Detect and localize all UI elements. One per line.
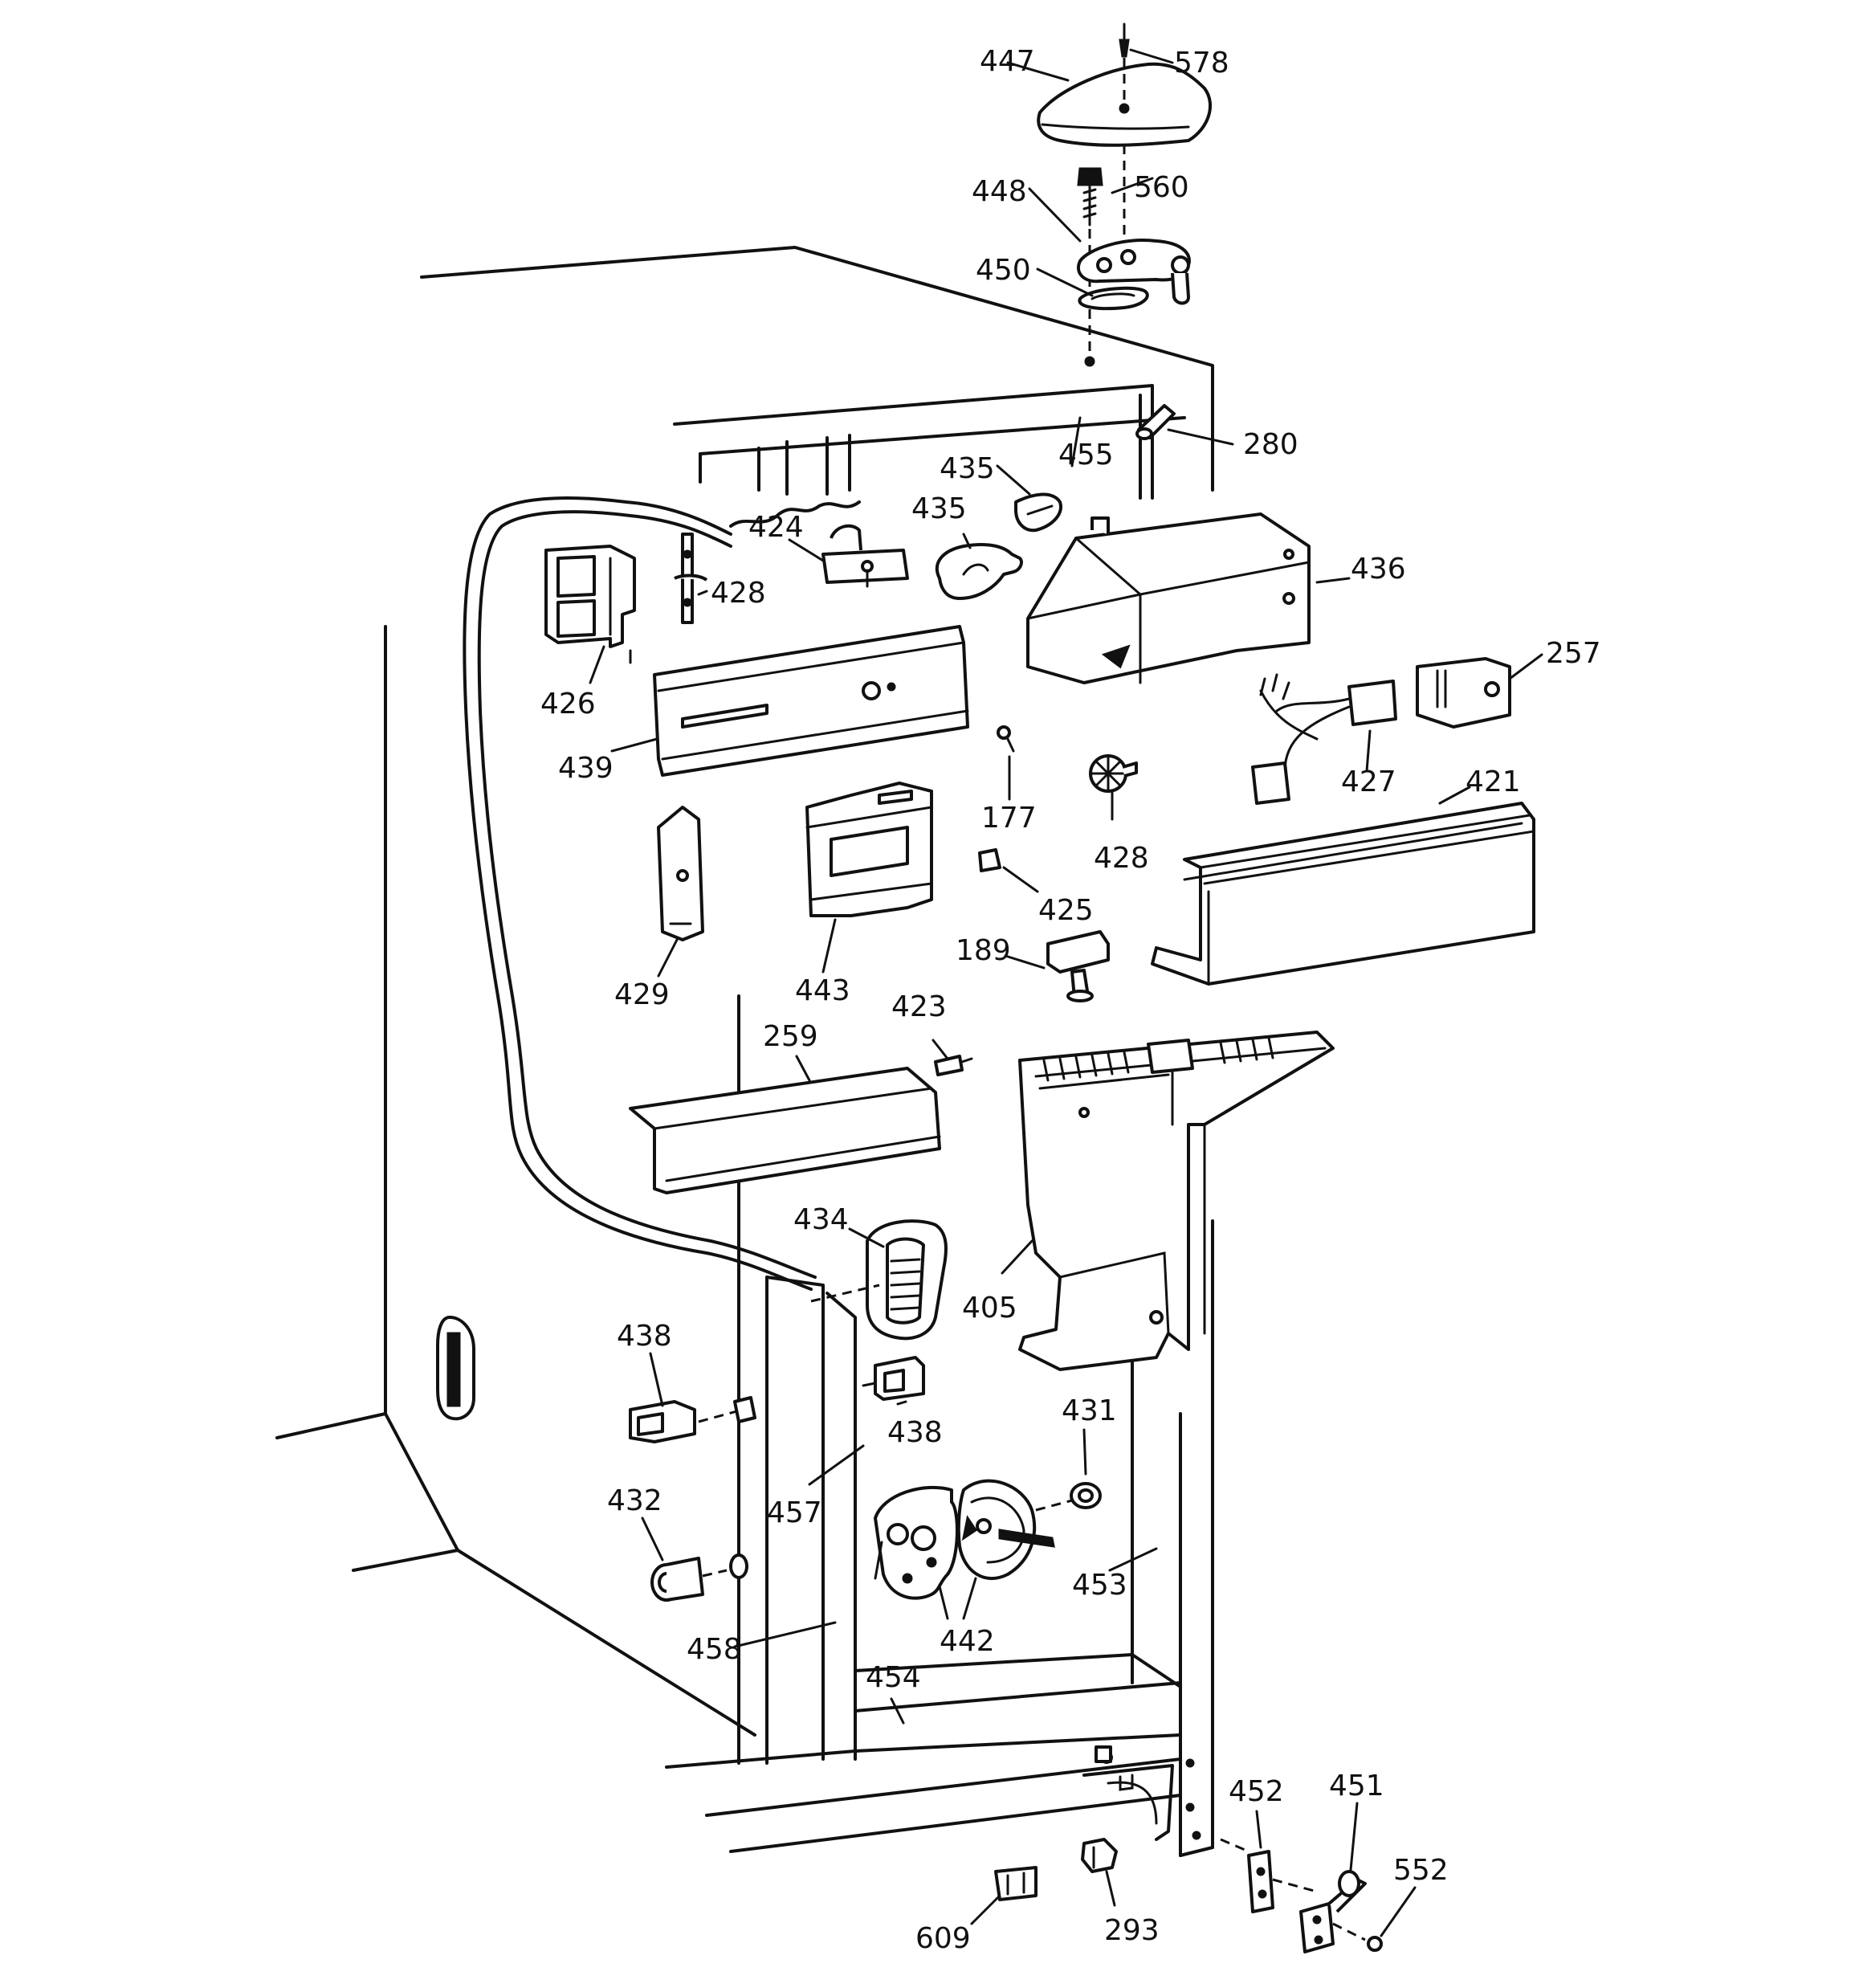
part-450-shape	[1078, 286, 1149, 311]
part-424-shape	[821, 524, 909, 588]
callout-447: 447	[980, 45, 1035, 78]
callout-450: 450	[976, 254, 1031, 287]
callout-259: 259	[763, 1020, 818, 1053]
callout-443: 443	[795, 974, 850, 1007]
callout-189: 189	[956, 934, 1011, 967]
callout-436: 436	[1351, 553, 1406, 586]
part-447-shape	[1037, 62, 1213, 147]
part-421-shape	[1151, 802, 1535, 986]
part-436-shape	[1026, 512, 1311, 684]
callout-177: 177	[981, 802, 1037, 835]
part-429-shape	[657, 806, 704, 941]
callout-425: 425	[1038, 894, 1094, 927]
part-177-shape	[997, 725, 1015, 753]
part-189-shape	[1046, 930, 1110, 1002]
callout-453: 453	[1072, 1569, 1127, 1602]
callout-435-socket: 435	[940, 452, 995, 485]
callout-438-left: 438	[617, 1320, 672, 1353]
callout-438-right: 438	[887, 1416, 943, 1449]
callout-426: 426	[540, 688, 596, 720]
callout-451: 451	[1329, 1770, 1384, 1802]
cabinet-outline	[275, 246, 1214, 1857]
callout-434: 434	[793, 1203, 849, 1236]
callout-424: 424	[748, 511, 804, 544]
callout-578: 578	[1174, 47, 1229, 80]
part-259-shape	[629, 1067, 941, 1194]
callout-432: 432	[607, 1484, 662, 1517]
callout-435-bulb: 435	[911, 492, 967, 525]
callout-455: 455	[1058, 439, 1114, 471]
callout-428-gear: 428	[1094, 842, 1149, 875]
callout-448: 448	[972, 175, 1027, 208]
callout-labels: 447 578 448 560 450 455 280 435 424 435 …	[540, 45, 1601, 1955]
part-439-shape	[653, 625, 969, 777]
callout-427: 427	[1341, 765, 1396, 798]
callout-405: 405	[962, 1292, 1017, 1325]
part-609-shape	[994, 1866, 1037, 1901]
part-428-gear-shape	[1089, 754, 1138, 793]
part-438-right-shape	[862, 1356, 925, 1401]
part-427-shape	[1251, 673, 1397, 805]
part-435-bulb-shape	[935, 543, 1023, 600]
part-428-top-shape	[674, 533, 708, 624]
part-435-socket-shape	[1014, 492, 1062, 533]
callout-560: 560	[1134, 171, 1189, 204]
part-423-shape	[934, 1055, 973, 1076]
part-431-shape	[1035, 1482, 1102, 1512]
part-425-shape	[978, 848, 1001, 872]
callout-454: 454	[866, 1661, 921, 1694]
part-405-shape	[1018, 1031, 1335, 1371]
callout-293: 293	[1104, 1914, 1160, 1947]
callout-552: 552	[1393, 1854, 1449, 1887]
part-452-shape	[1220, 1838, 1318, 1913]
callout-421: 421	[1466, 765, 1521, 798]
part-438-left-shape	[629, 1396, 756, 1443]
part-552-shape	[1332, 1922, 1383, 1952]
part-426-shape	[544, 545, 636, 664]
part-293-shape	[1081, 1838, 1118, 1873]
part-257-shape	[1416, 657, 1511, 729]
callout-429: 429	[614, 978, 670, 1011]
callout-452: 452	[1229, 1775, 1284, 1808]
part-448-shape	[1077, 239, 1191, 305]
callout-257: 257	[1546, 637, 1601, 670]
part-432-shape	[650, 1553, 748, 1602]
callout-428-top: 428	[711, 577, 766, 610]
part-280-shape	[1135, 404, 1176, 440]
part-578-shape	[1119, 22, 1130, 104]
part-451-shape	[1299, 1870, 1367, 1953]
callout-423: 423	[891, 990, 947, 1023]
part-443-shape	[805, 782, 933, 917]
callout-439: 439	[558, 752, 614, 785]
callout-442: 442	[940, 1625, 995, 1658]
part-442-shape	[874, 1479, 1055, 1600]
part-434-shape	[810, 1219, 948, 1341]
leader-lines	[589, 48, 1543, 1937]
callout-457: 457	[767, 1496, 822, 1529]
callout-458: 458	[687, 1633, 742, 1666]
callout-431: 431	[1062, 1394, 1117, 1427]
callout-280: 280	[1243, 428, 1298, 461]
callout-609: 609	[915, 1922, 971, 1955]
